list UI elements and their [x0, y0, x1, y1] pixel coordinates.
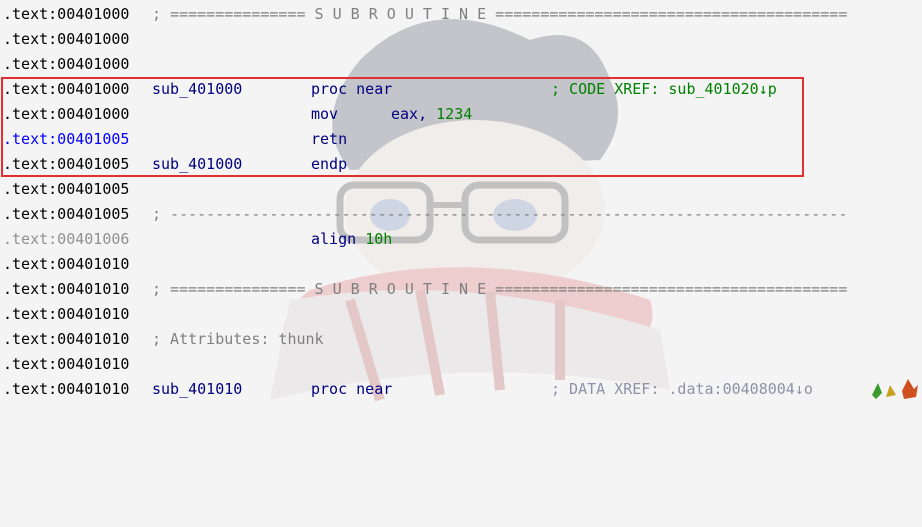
listing-line[interactable]: .text:00401010: [0, 302, 922, 327]
address: .text:00401000: [3, 80, 130, 98]
address: .text:00401000: [3, 55, 130, 73]
listing-line[interactable]: .text:00401010 ; =============== S U B R…: [0, 277, 922, 302]
listing-line[interactable]: .text:00401010 ; Attributes: thunk: [0, 327, 922, 352]
subroutine-separator: ; =============== S U B R O U T I N E ==…: [152, 280, 848, 298]
immediate-operand: 1234: [436, 105, 473, 123]
address: .text:00401010: [3, 280, 130, 298]
listing-line[interactable]: .text:00401010: [0, 352, 922, 377]
listing-line[interactable]: .text:00401000 mov eax, 1234: [0, 102, 922, 127]
data-xref-comment[interactable]: ; DATA XREF: .data:00408004↓o: [551, 380, 813, 398]
listing-line[interactable]: .text:00401000 sub_401000 proc near ; CO…: [0, 77, 922, 102]
address: .text:00401000: [3, 5, 130, 23]
listing-line[interactable]: .text:00401005 retn: [0, 127, 922, 152]
address: .text:00401010: [3, 330, 130, 348]
listing-line[interactable]: .text:00401005: [0, 177, 922, 202]
listing-line[interactable]: .text:00401000 ; =============== S U B R…: [0, 2, 922, 27]
directive: align 10h: [311, 227, 392, 252]
address: .text:00401000: [3, 105, 130, 123]
subroutine-separator: ; =============== S U B R O U T I N E ==…: [152, 5, 848, 23]
listing-line[interactable]: .text:00401010 sub_401010 proc near ; DA…: [0, 377, 922, 402]
function-label[interactable]: sub_401000: [152, 80, 243, 98]
address: .text:00401005: [3, 130, 130, 148]
address: .text:00401006: [3, 230, 130, 248]
function-label[interactable]: sub_401010: [152, 380, 243, 398]
code-xref-comment[interactable]: ; CODE XREF: sub_401020↓p: [551, 80, 777, 98]
listing-line[interactable]: .text:00401000: [0, 27, 922, 52]
align-value: 10h: [365, 230, 393, 248]
address: .text:00401005: [3, 155, 130, 173]
listing-line[interactable]: .text:00401010: [0, 252, 922, 277]
address: .text:00401010: [3, 305, 130, 323]
logo-icon: [872, 379, 918, 399]
address: .text:00401000: [3, 30, 130, 48]
address: .text:00401010: [3, 380, 130, 398]
address: .text:00401005: [3, 180, 130, 198]
instruction-operands: eax, 1234: [391, 102, 472, 127]
directive: endp: [311, 155, 348, 173]
directive: proc near: [311, 80, 393, 98]
instruction-mnemonic: mov: [311, 105, 339, 123]
directive: proc near: [311, 380, 393, 398]
listing-line[interactable]: .text:00401005 sub_401000 endp: [0, 152, 922, 177]
instruction-mnemonic: retn: [311, 130, 348, 148]
align-keyword: align: [311, 230, 357, 248]
attributes-comment: ; Attributes: thunk: [152, 330, 324, 348]
address: .text:00401010: [3, 355, 130, 373]
function-label[interactable]: sub_401000: [152, 155, 243, 173]
listing-line[interactable]: .text:00401006 align 10h: [0, 227, 922, 252]
register-operand: eax,: [391, 105, 437, 123]
address: .text:00401005: [3, 205, 130, 223]
disassembly-listing: .text:00401000 ; =============== S U B R…: [0, 2, 922, 402]
listing-line[interactable]: .text:00401000: [0, 52, 922, 77]
dash-separator: ; --------------------------------------…: [152, 205, 848, 223]
address: .text:00401010: [3, 255, 130, 273]
listing-line[interactable]: .text:00401005 ; -----------------------…: [0, 202, 922, 227]
